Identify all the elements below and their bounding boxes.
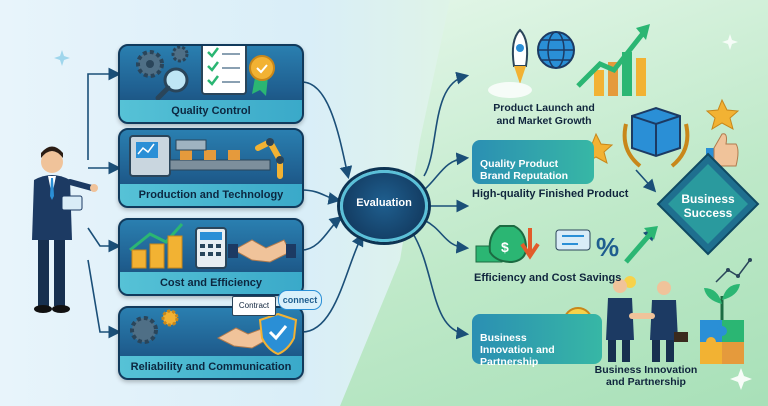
finished-product-label: High-quality Finished Product bbox=[472, 188, 629, 200]
machine-icon bbox=[129, 135, 271, 177]
evaluation-label: Evaluation bbox=[356, 197, 412, 209]
coins-icon bbox=[129, 223, 184, 269]
innovation-label: Business Innovation and Partnership bbox=[594, 364, 698, 388]
svg-text:$: $ bbox=[501, 239, 509, 255]
business-success-diamond bbox=[656, 152, 760, 256]
svg-text:%: % bbox=[596, 232, 619, 262]
reliability-label: Reliability and Communication bbox=[130, 361, 292, 373]
clipboard-icon bbox=[201, 46, 247, 95]
production-card: Production and Technology bbox=[118, 128, 304, 208]
magnifier-icon bbox=[155, 67, 189, 100]
calculator-icon bbox=[195, 227, 227, 269]
businessman-icon bbox=[606, 279, 688, 362]
reliability-card: Reliability and Communication bbox=[118, 306, 304, 380]
product-launch-label: Product Launch and and Market Growth bbox=[493, 102, 595, 127]
gear-icon bbox=[136, 46, 189, 78]
rocket-icon bbox=[488, 28, 532, 98]
quality-product-card: Quality Product Brand Reputation bbox=[472, 140, 594, 184]
quality-control-card: Quality Control bbox=[118, 44, 304, 124]
connect-label: connect bbox=[282, 295, 318, 305]
production-label: Production and Technology bbox=[138, 189, 284, 201]
innovation-card-label: Business Innovation and Partnership bbox=[480, 332, 555, 368]
money-bag-icon: $ bbox=[475, 225, 540, 264]
innovation-card: Business Innovation and Partnership bbox=[472, 314, 602, 368]
growth-chart-icon bbox=[576, 24, 650, 96]
contract-label: Contract bbox=[238, 301, 270, 310]
globe-icon bbox=[537, 31, 575, 69]
percent-icon: % bbox=[555, 226, 658, 264]
evaluation-node: Evaluation bbox=[340, 170, 428, 242]
cost-label: Cost and Efficiency bbox=[159, 277, 263, 289]
business-success-label: Business Success bbox=[681, 192, 735, 220]
efficiency-label: Efficiency and Cost Savings bbox=[474, 272, 622, 284]
quality-control-label: Quality Control bbox=[171, 105, 251, 117]
puzzle-icon bbox=[700, 320, 744, 364]
contract-tag: Contract bbox=[232, 296, 276, 316]
shield-check-icon bbox=[258, 312, 298, 356]
box-icon bbox=[622, 106, 690, 168]
sparkle-icon bbox=[730, 368, 752, 390]
plant-icon bbox=[704, 258, 752, 320]
award-icon bbox=[249, 55, 275, 96]
quality-product-label: Quality Product Brand Reputation bbox=[480, 158, 569, 182]
gear-icon bbox=[130, 309, 179, 344]
connect-tag: connect bbox=[278, 290, 322, 310]
cost-card: Cost and Efficiency bbox=[118, 218, 304, 296]
handshake-icon bbox=[228, 239, 296, 263]
robot-arm-icon bbox=[255, 138, 284, 179]
